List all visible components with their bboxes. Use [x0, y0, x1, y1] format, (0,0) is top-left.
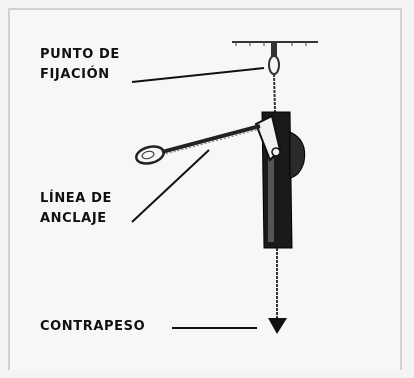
leader-anchor-line: [131, 149, 210, 223]
anchor-lanyard: [161, 124, 261, 156]
counterweight-icon: [268, 318, 287, 334]
anchor-line-label-line1: LÍNEA DE: [40, 191, 112, 206]
snap-hook-icon: [135, 145, 165, 165]
anchor-line-label-line2: ANCLAJE: [40, 211, 107, 226]
attachment-point-hook: [268, 43, 280, 75]
attachment-point-label-line2: FIJACIÓN: [40, 67, 110, 82]
attachment-point-label-line1: PUNTO DE: [40, 47, 120, 62]
lifeline-upper: [273, 73, 276, 113]
rope-grab-device: [254, 111, 306, 249]
leader-attachment-point: [131, 67, 265, 83]
counterweight-label: CONTRAPESO: [40, 319, 146, 334]
diagram-frame: [8, 8, 402, 370]
overhead-beam: [232, 41, 318, 46]
